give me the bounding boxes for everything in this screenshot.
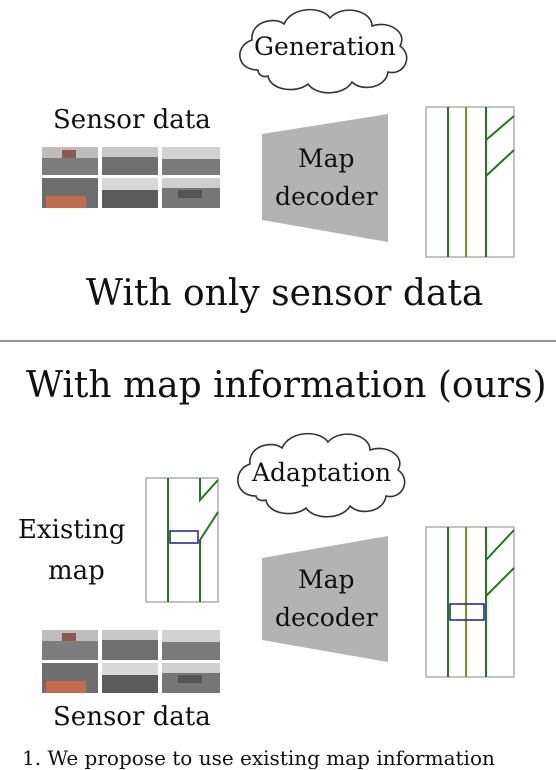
- map-decoder-top-label-line1: Map: [298, 144, 355, 173]
- adaptation-label: Adaptation: [252, 458, 392, 487]
- existing-map: [145, 477, 219, 603]
- top-panel-title: With only sensor data: [86, 273, 484, 314]
- sensor-images-top: [42, 147, 220, 208]
- map-decoder-top-label-line2: decoder: [275, 182, 378, 211]
- bottom-panel-title: With map information (ours): [26, 365, 547, 406]
- output-map-top: [425, 106, 515, 258]
- sensor-images-bottom: [42, 630, 220, 693]
- output-map-bottom: [425, 526, 515, 678]
- map-decoder-top: [262, 114, 388, 242]
- existing-map-label-line2: map: [48, 556, 105, 586]
- figure-caption: 1. We propose to use existing map inform…: [22, 746, 495, 770]
- sensor-data-label-top: Sensor data: [53, 105, 211, 135]
- sensor-data-label-bottom: Sensor data: [53, 702, 211, 732]
- map-decoder-bottom-label-line2: decoder: [275, 603, 378, 632]
- generation-label: Generation: [254, 32, 396, 61]
- existing-map-label-line1: Existing: [18, 515, 126, 545]
- generation-cloud: [239, 8, 408, 94]
- map-decoder-bottom: [262, 536, 388, 662]
- map-decoder-bottom-label-line1: Map: [298, 565, 355, 594]
- adaptation-cloud: [237, 432, 406, 518]
